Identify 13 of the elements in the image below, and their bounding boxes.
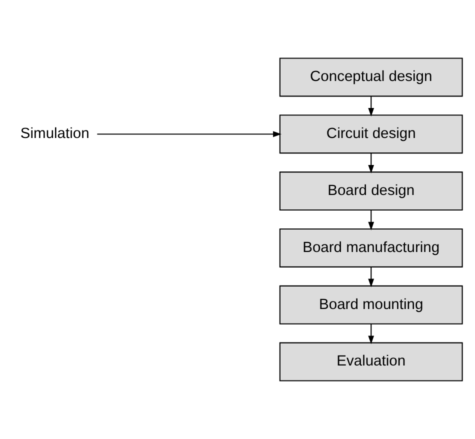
arrow	[368, 210, 374, 230]
arrow	[368, 153, 374, 174]
node-box: Circuit design	[279, 114, 463, 154]
arrow	[368, 324, 374, 344]
node-box: Board design	[279, 172, 463, 211]
arrow	[368, 266, 374, 288]
node-box: Evaluation	[279, 342, 463, 382]
node-box: Conceptual design	[279, 58, 463, 97]
node-box: Board mounting	[279, 285, 463, 324]
node-box: Board manufacturing	[279, 228, 463, 268]
node-text: Simulation	[20, 126, 90, 142]
arrow	[97, 131, 282, 138]
arrow	[368, 96, 374, 116]
